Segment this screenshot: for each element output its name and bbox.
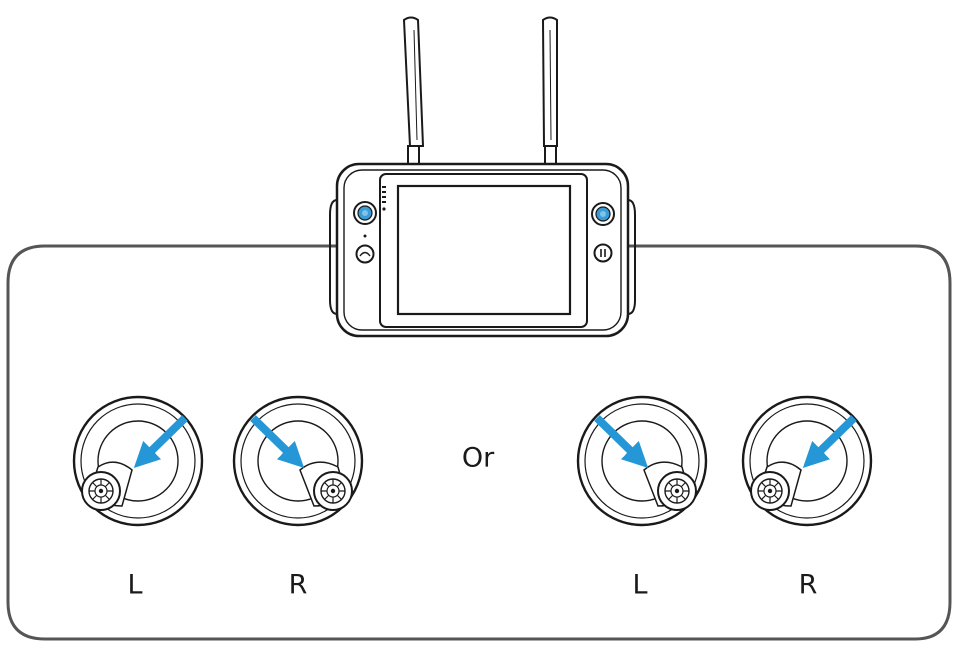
joystick-2-right xyxy=(232,395,364,527)
controller-right-stick-icon xyxy=(591,202,615,226)
return-home-button-icon xyxy=(355,244,375,264)
pause-button-icon xyxy=(593,243,613,263)
or-label: Or xyxy=(461,442,495,474)
joystick-3-left xyxy=(576,395,708,527)
blue-arrow-icon xyxy=(802,415,857,468)
status-led-icon xyxy=(382,186,386,211)
blue-arrow-icon xyxy=(250,415,305,468)
stick-label-left-2: L xyxy=(632,569,648,601)
joystick-4-right xyxy=(741,395,873,527)
stick-label-right-1: R xyxy=(288,569,308,601)
controller-screen xyxy=(396,184,572,316)
controller-left-stick-icon xyxy=(353,201,377,225)
antenna-left xyxy=(402,16,425,167)
antenna-right xyxy=(541,16,558,167)
blue-arrow-icon xyxy=(133,415,188,468)
joystick-1-left xyxy=(72,395,204,527)
blue-arrow-icon xyxy=(594,415,649,468)
remote-controller xyxy=(329,16,636,338)
stick-label-right-2: R xyxy=(798,569,818,601)
frame-outline xyxy=(6,244,952,641)
stick-label-left-1: L xyxy=(127,569,143,601)
